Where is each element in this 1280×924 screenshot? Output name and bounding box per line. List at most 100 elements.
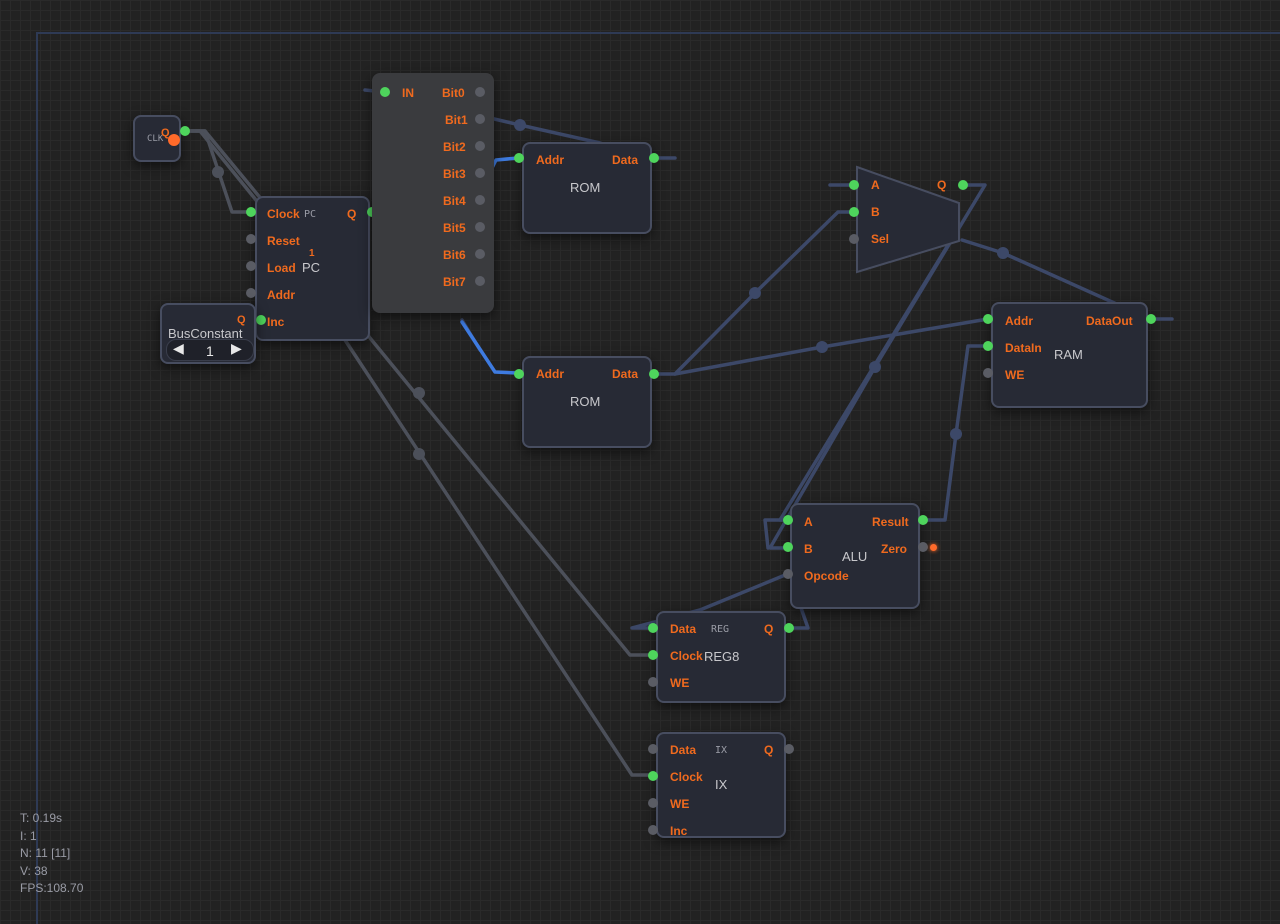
clock-label: CLK: [147, 134, 164, 144]
mux-sel-label: Sel: [871, 232, 890, 246]
arrow-right-icon[interactable]: ▶: [231, 340, 242, 356]
alu-b-port[interactable]: [783, 542, 793, 552]
reg-we-port[interactable]: [648, 677, 658, 687]
pc-addr-port[interactable]: [246, 288, 256, 298]
rom-bottom-node[interactable]: Addr Data ROM: [522, 356, 652, 448]
wire-reg-q[interactable]: [788, 603, 810, 630]
ram-dataout-label: DataOut: [1086, 314, 1133, 328]
ram-datain-port[interactable]: [983, 341, 993, 351]
ram-addr-port[interactable]: [983, 314, 993, 324]
ram-datain-label: DataIn: [1005, 341, 1042, 355]
wire-mux-ram[interactable]: [960, 238, 1174, 321]
alu-result-label: Result: [872, 515, 909, 529]
clock-node[interactable]: CLK Q: [133, 115, 181, 162]
mux-b-port[interactable]: [849, 207, 859, 217]
stats-fps: FPS:108.70: [20, 881, 84, 895]
splitter-in-port[interactable]: [380, 87, 390, 97]
clock-q-label: Q: [161, 127, 170, 139]
reg-we-label: WE: [670, 676, 690, 690]
ix-we-label: WE: [670, 797, 690, 811]
splitter-bit2-port[interactable]: [475, 141, 485, 151]
arrow-left-icon[interactable]: ◀: [173, 340, 184, 356]
reg-data-label: Data: [670, 622, 697, 636]
splitter-bit6-port[interactable]: [475, 249, 485, 259]
alu-node[interactable]: A Result B ALU Zero Opcode: [790, 503, 920, 609]
wire-splitter-rom-bottom[interactable]: [460, 320, 520, 375]
pc-node[interactable]: Clock PC Q Reset 1 Load PC Addr Inc: [255, 196, 370, 341]
pc-reset-port[interactable]: [246, 234, 256, 244]
ix-clock-port[interactable]: [648, 771, 658, 781]
mux-q-port[interactable]: [958, 180, 968, 190]
bus-constant-stepper[interactable]: ◀ 1 ▶: [166, 339, 254, 361]
splitter-bit1: Bit1: [445, 113, 468, 127]
pc-tag: PC: [304, 209, 317, 220]
ix-q-port[interactable]: [784, 744, 794, 754]
ix-inc-port[interactable]: [648, 825, 658, 835]
mux-q-label: Q: [937, 178, 947, 192]
ram-title: RAM: [1054, 347, 1083, 362]
rom-top-data-port[interactable]: [649, 153, 659, 163]
ix-we-port[interactable]: [648, 798, 658, 808]
pc-input-reset: Reset: [267, 234, 300, 248]
mux-a-port[interactable]: [849, 180, 859, 190]
pc-load-port[interactable]: [246, 261, 256, 271]
pc-title: PC: [302, 260, 321, 275]
pc-input-load: Load: [267, 261, 296, 275]
pc-clock-port[interactable]: [246, 207, 256, 217]
splitter-bit2: Bit2: [443, 140, 466, 154]
clock-q-port[interactable]: [180, 126, 190, 136]
alu-a-port[interactable]: [783, 515, 793, 525]
splitter-bit4-port[interactable]: [475, 195, 485, 205]
rom-bottom-data-port[interactable]: [649, 369, 659, 379]
wire-mux-alu-a[interactable]: [778, 243, 950, 522]
splitter-node[interactable]: IN Bit0 Bit1 Bit2 Bit3 Bit4 Bit5 Bit6 Bi…: [372, 73, 494, 313]
pc-inc-port[interactable]: [256, 315, 266, 325]
stats-iterations: I: 1: [20, 828, 37, 843]
splitter-bit7: Bit7: [443, 275, 466, 289]
pc-value: 1: [309, 248, 315, 259]
splitter-bit3-port[interactable]: [475, 168, 485, 178]
ram-we-label: WE: [1005, 368, 1025, 382]
alu-opcode-port[interactable]: [783, 569, 793, 579]
rom-top-node[interactable]: Addr Data ROM: [522, 142, 652, 234]
splitter-bit7-port[interactable]: [475, 276, 485, 286]
alu-opcode-label: Opcode: [804, 569, 849, 583]
splitter-bit3: Bit3: [443, 167, 466, 181]
reg-tag: REG: [711, 624, 730, 635]
bus-constant-node[interactable]: Q BusConstant ◀ 1 ▶: [160, 303, 256, 364]
stats-nodes: N: 11 [11]: [20, 846, 71, 860]
bus-constant-title: BusConstant: [168, 326, 243, 341]
splitter-input-label: IN: [402, 86, 414, 100]
rom-bottom-addr-port[interactable]: [514, 369, 524, 379]
bus-constant-q: Q: [237, 314, 246, 326]
ram-node[interactable]: Addr DataOut DataIn RAM WE: [991, 302, 1148, 408]
ix-q-label: Q: [764, 743, 774, 757]
reg-clock-port[interactable]: [648, 650, 658, 660]
splitter-bit0-port[interactable]: [475, 87, 485, 97]
ix-data-port[interactable]: [648, 744, 658, 754]
rom-bottom-data: Data: [612, 367, 639, 381]
alu-result-port[interactable]: [918, 515, 928, 525]
rom-top-addr: Addr: [536, 153, 564, 167]
stats-overlay: T: 0.19s I: 1 N: 11 [11] V: 38 FPS:108.7…: [20, 810, 83, 898]
bus-constant-value[interactable]: 1: [206, 343, 214, 359]
rom-top-addr-port[interactable]: [514, 153, 524, 163]
clock-indicator-icon: [168, 134, 180, 146]
reg-q-port[interactable]: [784, 623, 794, 633]
splitter-bit1-port[interactable]: [475, 114, 485, 124]
splitter-bit5: Bit5: [443, 221, 466, 235]
ix-data-label: Data: [670, 743, 697, 757]
pc-input-clock: Clock: [267, 207, 300, 221]
ram-we-port[interactable]: [983, 368, 993, 378]
alu-zero-port[interactable]: [918, 542, 928, 552]
mux-sel-port[interactable]: [849, 234, 859, 244]
ram-dataout-port[interactable]: [1146, 314, 1156, 324]
splitter-bit5-port[interactable]: [475, 222, 485, 232]
reg-node[interactable]: Data REG Q Clock REG8 WE: [656, 611, 786, 703]
wire-alu-loop[interactable]: [763, 518, 790, 550]
splitter-bit4: Bit4: [443, 194, 466, 208]
ix-node[interactable]: Data IX Q Clock IX WE Inc: [656, 732, 786, 838]
reg-data-port[interactable]: [648, 623, 658, 633]
alu-zero-label: Zero: [881, 542, 908, 556]
